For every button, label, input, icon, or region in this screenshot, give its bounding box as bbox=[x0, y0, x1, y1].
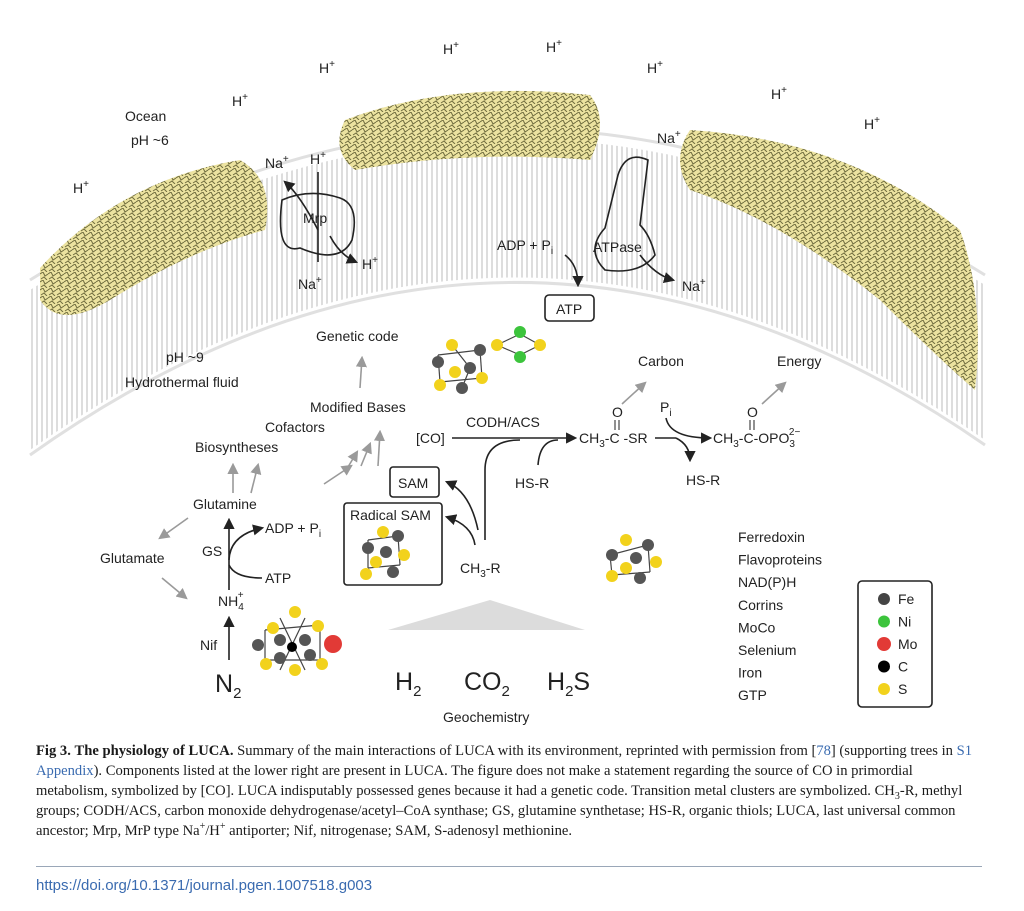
svg-text:Radical SAM: Radical SAM bbox=[350, 507, 431, 523]
hydro-ph-label: pH ~9 bbox=[166, 349, 204, 365]
glutamate-label: Glutamate bbox=[100, 550, 165, 566]
svg-text:CODH/ACS: CODH/ACS bbox=[466, 414, 540, 430]
caption-divider bbox=[36, 866, 982, 867]
figure-caption: Fig 3. The physiology of LUCA. Summary o… bbox=[36, 743, 972, 839]
atpase-complex: Na+ ATPase ADP + Pi Na+ ATP bbox=[497, 129, 706, 322]
cofactors-label: Cofactors bbox=[265, 419, 325, 435]
svg-text:H2: H2 bbox=[395, 668, 421, 700]
hydrothermal-fluid-label: Hydrothermal fluid bbox=[125, 374, 239, 390]
radical-sam-box: Radical SAM bbox=[343, 502, 443, 586]
svg-text:Na+: Na+ bbox=[682, 277, 706, 294]
legend-label: Fe bbox=[898, 591, 915, 607]
fe-s-cluster-right bbox=[606, 534, 662, 584]
svg-text:Carbon: Carbon bbox=[638, 353, 684, 369]
ocean-ph-label: pH ~6 bbox=[131, 132, 169, 148]
svg-text:Na+: Na+ bbox=[265, 154, 289, 171]
luca-component-item: Iron bbox=[738, 665, 762, 681]
legend-label: Ni bbox=[898, 614, 911, 630]
svg-text:ATP: ATP bbox=[265, 570, 291, 586]
legend-label: S bbox=[898, 681, 907, 697]
codh-acs-pathway: [CO] CODH/ACS HS-R CH3-R CH3-C -SR O Car… bbox=[416, 353, 821, 580]
svg-text:Pi: Pi bbox=[660, 399, 672, 419]
svg-text:ADP + Pi: ADP + Pi bbox=[497, 237, 553, 257]
ocean-label: Ocean bbox=[125, 108, 166, 124]
svg-text:ATP: ATP bbox=[556, 301, 582, 317]
svg-text:HS-R: HS-R bbox=[686, 472, 720, 488]
svg-text:H2S: H2S bbox=[547, 668, 590, 700]
svg-text:[CO]: [CO] bbox=[416, 430, 445, 446]
membrane-proteins bbox=[40, 90, 978, 390]
luca-component-item: Flavoproteins bbox=[738, 552, 822, 568]
svg-text:ADP + Pi: ADP + Pi bbox=[265, 520, 321, 540]
svg-text:H+: H+ bbox=[864, 115, 880, 132]
luca-component-item: Ferredoxin bbox=[738, 529, 805, 545]
svg-text:SAM: SAM bbox=[398, 475, 428, 491]
svg-text:O: O bbox=[612, 404, 623, 420]
svg-text:CH3-C-OPO32−: CH3-C-OPO32− bbox=[713, 427, 800, 450]
luca-component-item: NAD(P)H bbox=[738, 574, 796, 590]
luca-component-item: Selenium bbox=[738, 642, 796, 658]
svg-text:Na+: Na+ bbox=[657, 129, 681, 146]
nh4-label: NH4+ bbox=[218, 590, 244, 613]
svg-text:Energy: Energy bbox=[777, 353, 821, 369]
glutamine-label: Glutamine bbox=[193, 496, 257, 512]
nitrogenase-cluster bbox=[252, 606, 342, 676]
reference-link[interactable]: 78 bbox=[816, 743, 831, 759]
svg-text:H+: H+ bbox=[73, 179, 89, 196]
legend-swatch bbox=[878, 660, 890, 673]
svg-text:H+: H+ bbox=[546, 38, 562, 55]
legend-label: C bbox=[898, 659, 908, 675]
svg-text:CH3-R: CH3-R bbox=[460, 560, 501, 580]
modified-bases-label: Modified Bases bbox=[310, 399, 406, 415]
appendix-link[interactable]: S1 Appendix bbox=[36, 743, 972, 779]
fe-s-cluster-top bbox=[432, 326, 546, 394]
caption-title: The physiology of LUCA. bbox=[74, 743, 234, 759]
svg-text:H+: H+ bbox=[443, 40, 459, 57]
legend-swatch bbox=[878, 615, 890, 628]
luca-component-item: MoCo bbox=[738, 619, 776, 635]
nif-label: Nif bbox=[200, 637, 217, 653]
svg-text:H+: H+ bbox=[232, 92, 248, 109]
luca-component-item: GTP bbox=[738, 687, 767, 703]
svg-text:O: O bbox=[747, 404, 758, 420]
svg-text:ATPase: ATPase bbox=[593, 239, 642, 255]
svg-text:GS: GS bbox=[202, 543, 222, 559]
svg-text:Geochemistry: Geochemistry bbox=[443, 709, 529, 725]
biosyntheses-label: Biosyntheses bbox=[195, 439, 278, 455]
legend-swatch bbox=[877, 637, 891, 651]
gs-reaction: GS ADP + Pi ATP bbox=[202, 517, 321, 590]
svg-text:Na+: Na+ bbox=[298, 275, 322, 292]
mrp-antiporter: Mrp Na+ H+ Na+ H+ bbox=[265, 150, 378, 292]
svg-text:H+: H+ bbox=[647, 59, 663, 76]
svg-text:H+: H+ bbox=[319, 59, 335, 76]
geochemistry-input: H2 CO2 H2S Geochemistry bbox=[388, 600, 590, 725]
luca-component-item: Corrins bbox=[738, 597, 783, 613]
svg-text:H+: H+ bbox=[771, 85, 787, 102]
svg-text:CO2: CO2 bbox=[464, 668, 510, 700]
svg-text:CH3-C -SR: CH3-C -SR bbox=[579, 430, 648, 450]
svg-text:H+: H+ bbox=[362, 255, 378, 272]
svg-text:HS-R: HS-R bbox=[515, 475, 549, 491]
legend-swatch bbox=[878, 593, 890, 605]
legend-label: Mo bbox=[898, 636, 918, 652]
proton-labels: H+ H+ H+ H+ H+ H+ H+ H+ bbox=[73, 38, 880, 196]
luca-physiology-figure: H+ H+ H+ H+ H+ H+ H+ H+ Ocean pH ~6 pH ~… bbox=[29, 38, 986, 725]
doi-link[interactable]: https://doi.org/10.1371/journal.pgen.100… bbox=[36, 877, 373, 894]
genetic-code-label: Genetic code bbox=[316, 328, 399, 344]
caption-fig-number: Fig 3. bbox=[36, 743, 71, 759]
sam-box: SAM bbox=[389, 466, 440, 498]
legend-swatch bbox=[878, 683, 890, 695]
n2-label: N2 bbox=[215, 670, 241, 702]
svg-text:H+: H+ bbox=[310, 150, 326, 167]
